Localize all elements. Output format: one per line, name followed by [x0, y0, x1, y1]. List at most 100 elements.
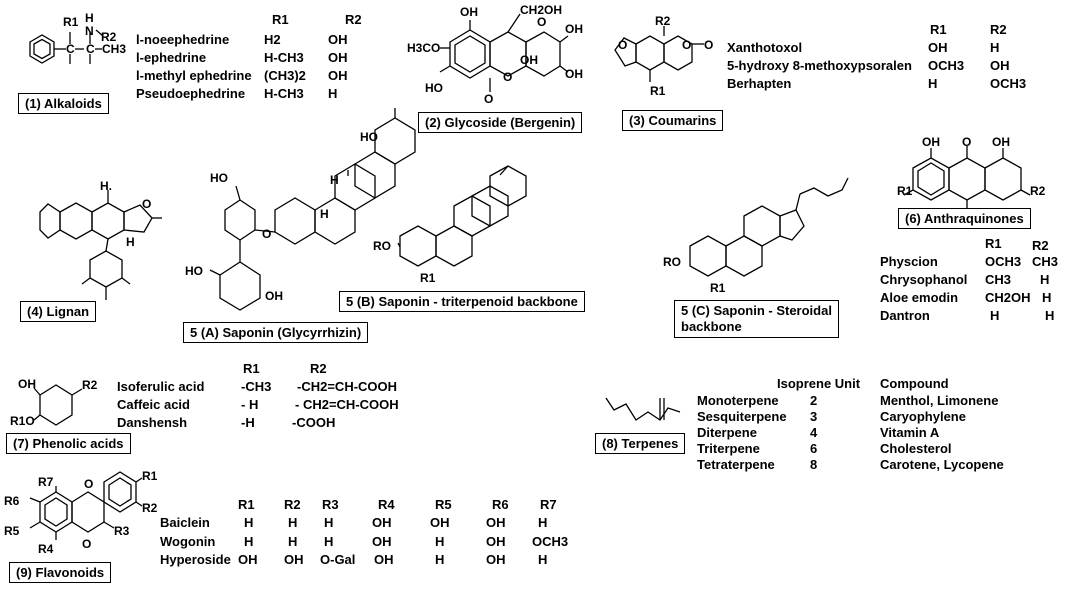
anth-name: Aloe emodin — [880, 290, 959, 305]
alk-r2: OH — [328, 68, 348, 83]
phen-r2: -COOH — [292, 415, 336, 430]
anthraquinones-label: (6) Anthraquinones — [898, 208, 1031, 229]
coum-o1: O — [618, 38, 627, 52]
berg-oh2: OH — [565, 22, 583, 36]
gly-ho2: HO — [210, 171, 228, 185]
lign-ho: H. — [100, 179, 112, 193]
alk-r1: H-CH3 — [264, 50, 304, 65]
phenolic-structure: OH R1O R2 — [10, 377, 98, 428]
terp-h-unit: Isoprene Unit — [777, 376, 861, 391]
terp-name: Triterpene — [697, 441, 760, 456]
alk-name: Pseudoephedrine — [136, 86, 246, 101]
coumarin-structure: O O O R2 R1 — [614, 14, 713, 98]
coumarins-label: (3) Coumarins — [622, 110, 724, 131]
alk-r1: (CH3)2 — [264, 68, 306, 83]
flav-r6: R6 — [4, 494, 20, 508]
terp-compound: Vitamin A — [880, 425, 940, 440]
terp-name: Sesquiterpene — [697, 409, 787, 424]
flav-r1: R1 — [142, 469, 158, 483]
flav-h: R1 — [238, 497, 255, 512]
gly-h2: H — [330, 173, 339, 187]
lign-o: O — [142, 197, 151, 211]
glycyrrhizin-structure: HO HO OH HO O H H — [185, 108, 416, 311]
phen-oh: OH — [18, 377, 36, 391]
alkaloids-h-r1: R1 — [272, 12, 289, 27]
phen-r2: R2 — [82, 378, 98, 392]
anth-oh1: OH — [922, 135, 940, 149]
gly-o: O — [262, 227, 271, 241]
berg-h3co: H3CO — [407, 41, 440, 55]
terp-compound: Carotene, Lycopene — [880, 457, 1004, 472]
saponin-c-label-line1: 5 (C) Saponin - Steroidal — [681, 303, 832, 318]
terpene-structure — [605, 397, 681, 421]
terp-name: Monoterpene — [697, 393, 779, 408]
berg-ch2oh: CH2OH — [520, 3, 562, 17]
saponin-a-label: 5 (A) Saponin (Glycyrrhizin) — [183, 322, 369, 343]
anth-oh2: OH — [992, 135, 1010, 149]
alk-n-atom: N — [85, 24, 94, 38]
alk-name: l-ephedrine — [136, 50, 207, 65]
flav-h: R2 — [284, 497, 301, 512]
terp-compound: Caryophylene — [880, 409, 966, 424]
alk-name: l-methyl ephedrine — [136, 68, 252, 83]
anth-name: Physcion — [880, 254, 938, 269]
flav-r4: R4 — [38, 542, 54, 556]
terpenes-label: (8) Terpenes — [595, 433, 686, 454]
saponin-b-label: 5 (B) Saponin - triterpenoid backbone — [339, 291, 585, 312]
flav-h: R6 — [492, 497, 509, 512]
anth-h-r2: R2 — [1032, 238, 1049, 253]
glycoside-label: (2) Glycoside (Bergenin) — [418, 112, 583, 133]
terp-unit: 6 — [810, 441, 818, 456]
anth-o1: O — [962, 135, 971, 149]
phen-name: Danshensh — [117, 415, 188, 430]
anth-h-r1: R1 — [985, 236, 1002, 251]
lignan-structure: H. O H — [39, 179, 162, 300]
steroid-structure: RO R1 — [663, 177, 849, 295]
berg-o3: O — [537, 15, 546, 29]
alk-r1: H-CH3 — [264, 86, 304, 101]
phenolic-label: (7) Phenolic acids — [6, 433, 131, 454]
bergenin-structure: CH2OH OH OH OH OH H3CO HO O O O — [407, 3, 583, 106]
anth-r1: OCH3 — [985, 254, 1022, 269]
lign-h: H — [126, 235, 135, 249]
berg-oh3: OH — [565, 67, 583, 81]
alk-c1-atom: C — [66, 42, 75, 56]
ster-ro: RO — [663, 255, 681, 269]
flav-r5: R5 — [4, 524, 20, 538]
coum-name: Xanthotoxol — [727, 40, 803, 55]
phen-r2: - CH2=CH-COOH — [295, 397, 399, 412]
terp-compound: Cholesterol — [880, 441, 952, 456]
alk-c2-atom: C — [86, 42, 95, 56]
phen-r1: -CH3 — [241, 379, 272, 394]
terp-compound: Menthol, Limonene — [880, 393, 999, 408]
anth-r1: CH2OH — [985, 290, 1031, 305]
coum-r2: OH — [990, 58, 1010, 73]
lignan-label: (4) Lignan — [20, 301, 97, 322]
flav-h: R7 — [540, 497, 557, 512]
terp-unit: 2 — [810, 393, 818, 408]
terp-unit: 3 — [810, 409, 818, 424]
coum-r1: R1 — [650, 84, 666, 98]
trit-r1: R1 — [420, 271, 436, 285]
flav-name: Wogonin — [160, 534, 216, 549]
anth-r2: H — [1045, 308, 1055, 323]
alkaloids-h-r2: R2 — [345, 12, 362, 27]
phen-r1o: R1O — [10, 414, 35, 428]
flavonoid-structure: R7 R6 R5 R4 R3 R1 R2 O O — [4, 469, 158, 556]
anth-r2: H — [1040, 272, 1050, 287]
alk-r1: H2 — [264, 32, 281, 47]
ster-r1: R1 — [710, 281, 726, 295]
alk-r2: OH — [328, 50, 348, 65]
coum-name: Berhapten — [727, 76, 792, 91]
berg-oh1: OH — [460, 5, 478, 19]
alkaloid-structure: R1 H N R2 C C CH3 — [29, 11, 126, 64]
coum-r1: OH — [928, 40, 948, 55]
coum-r1: OCH3 — [928, 58, 965, 73]
anth-name: Chrysophanol — [880, 272, 968, 287]
coum-r2: H — [990, 40, 1000, 55]
coum-name: 5-hydroxy 8-methoxypsoralen — [727, 58, 912, 73]
phen-r1: - H — [241, 397, 259, 412]
phen-name: Isoferulic acid — [117, 379, 205, 394]
flav-r7: R7 — [38, 475, 54, 489]
